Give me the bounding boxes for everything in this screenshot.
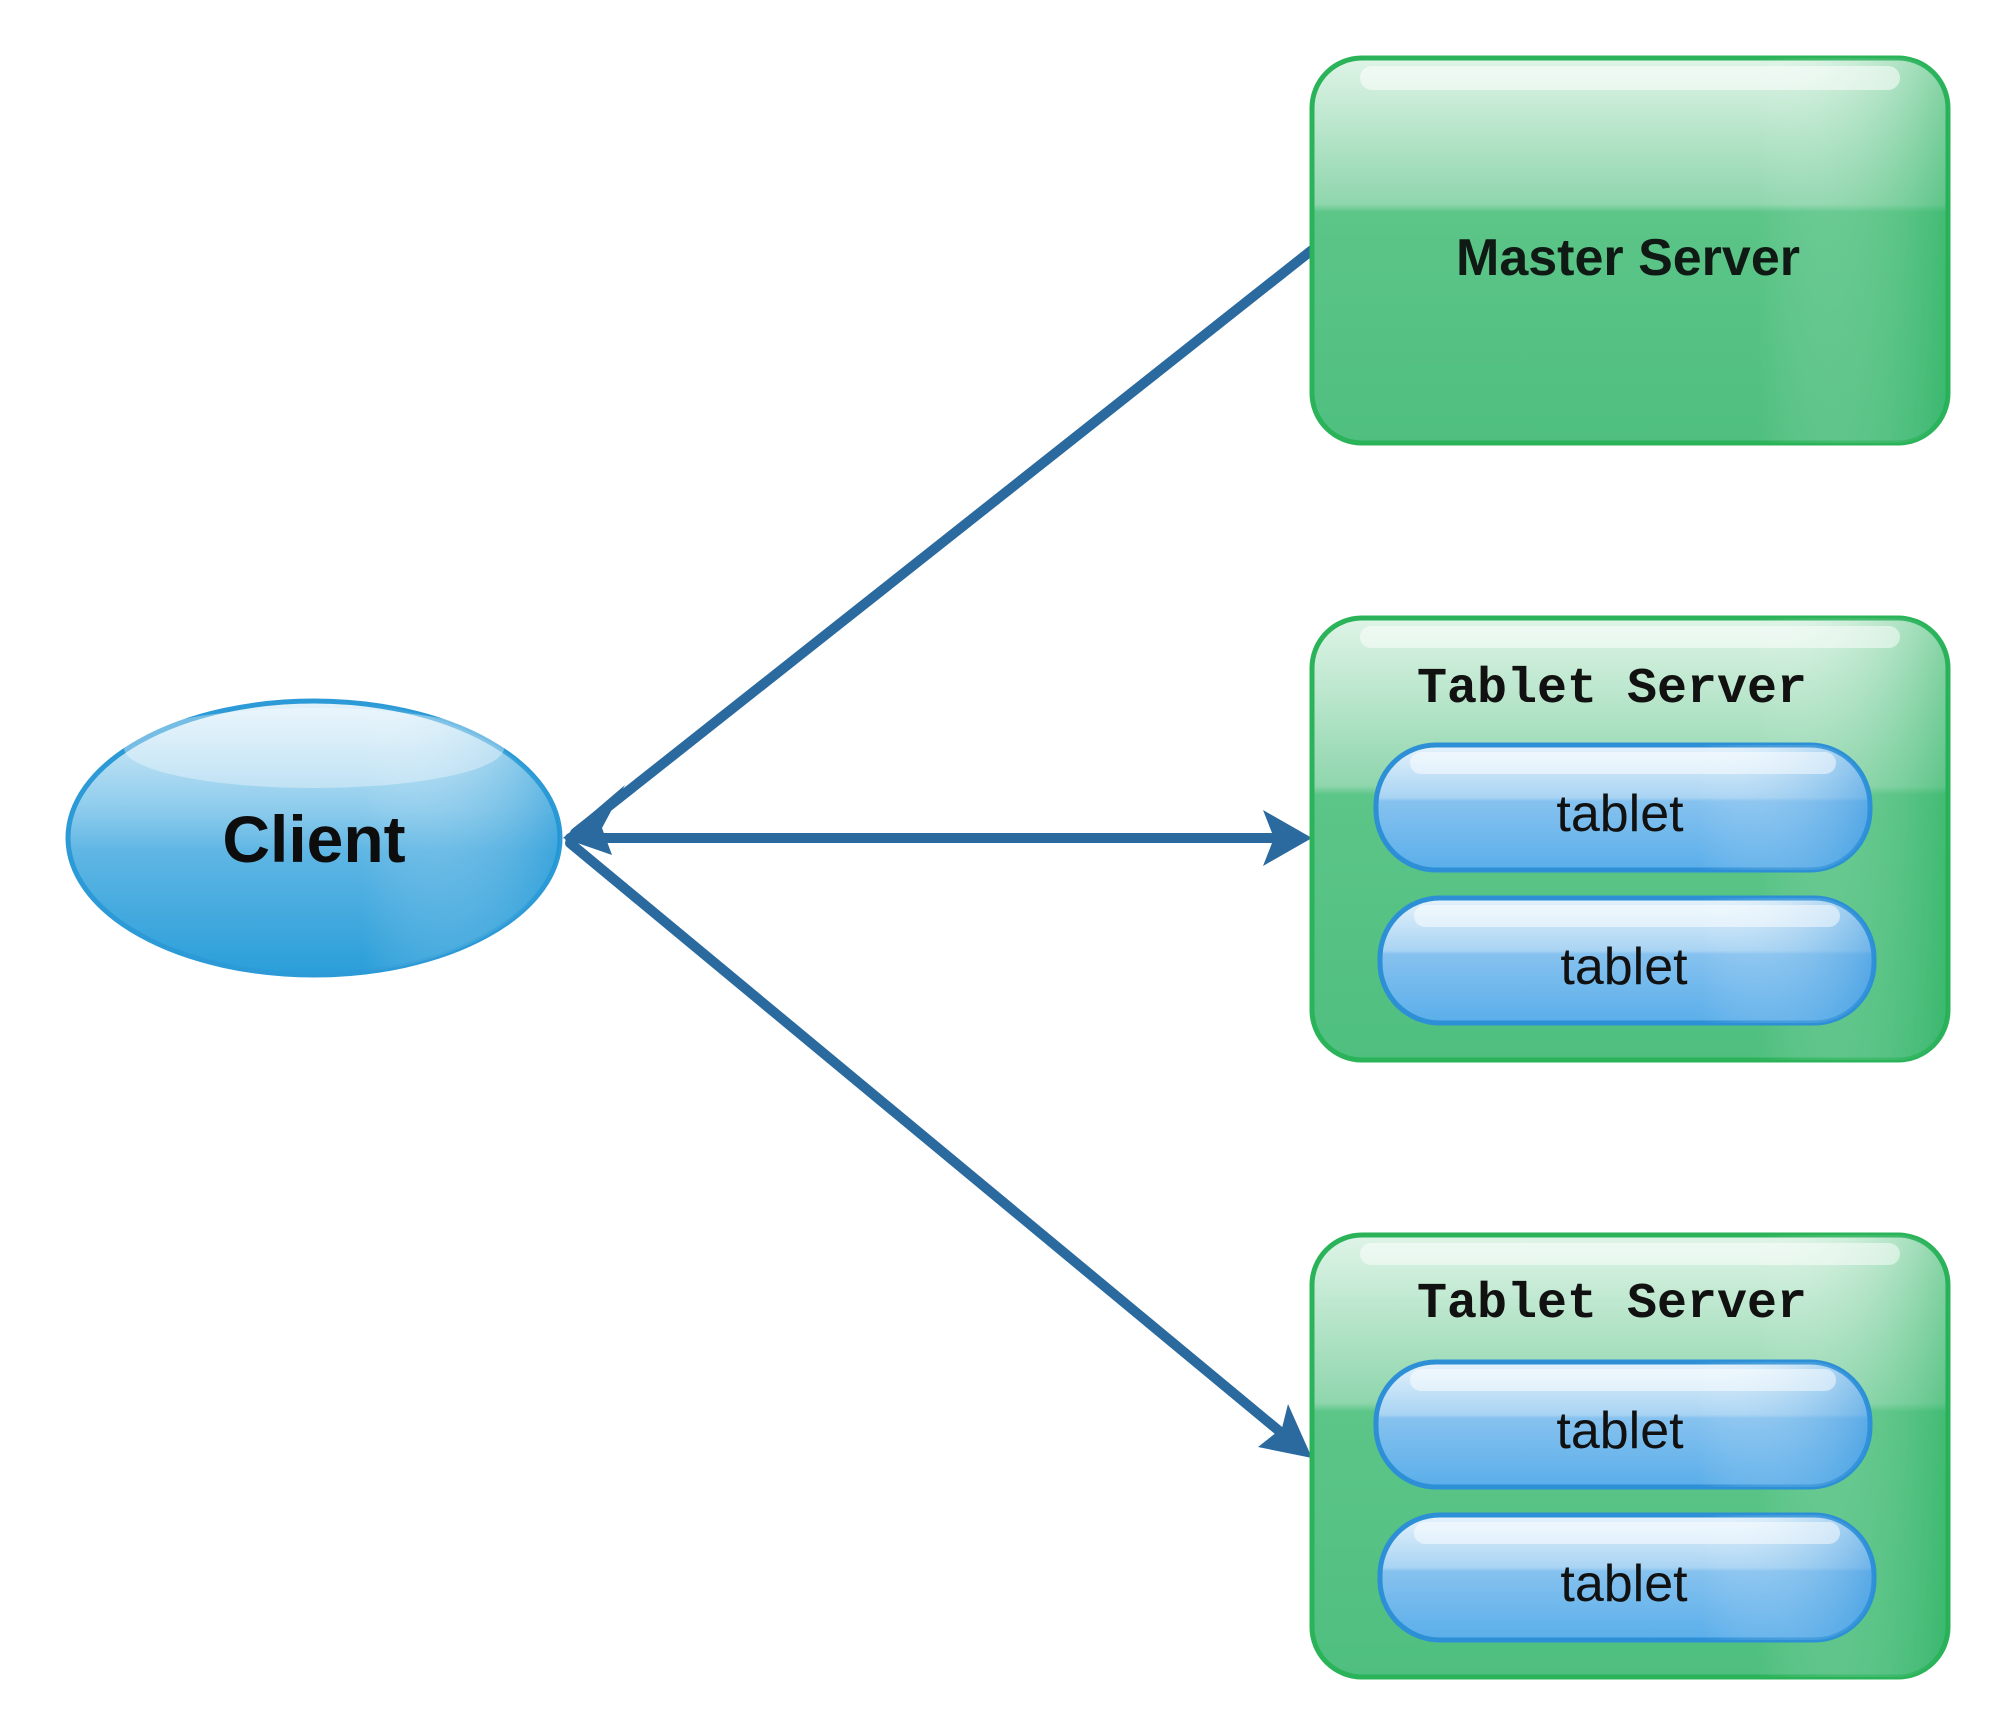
tablet-label: tablet [1556,785,1684,843]
arrowhead-client [563,785,625,855]
tablet-server-2-tablet-2: tablet [1377,1512,1877,1643]
tablet-server-2: Tablet Server tablet tablet [1309,1232,1951,1680]
tablet-server-1-label: Tablet Server [1417,661,1807,718]
master-server-label: Master Server [1456,229,1800,287]
arrowheads [563,785,1312,1458]
tablet-server-1-tablet-1: tablet [1373,742,1873,873]
tablet-server-1-tablet-2: tablet [1377,895,1877,1026]
tablet-server-2-label: Tablet Server [1417,1276,1807,1333]
connectors [565,245,1317,1445]
tablet-label: tablet [1560,938,1688,996]
tablet-label: tablet [1556,1402,1684,1460]
arrowhead-tablet-server-2 [1258,1404,1312,1458]
tablet-server-1: Tablet Server tablet tablet [1309,615,1951,1063]
tablet-label: tablet [1560,1555,1688,1613]
master-server-node: Master Server [1309,55,1951,446]
connector-client-to-tablet-server-2 [565,838,1295,1445]
tablet-server-2-tablet-1: tablet [1373,1359,1873,1490]
connector-master-to-client [570,245,1317,838]
client-node: Client [65,698,563,978]
arrowhead-tablet-server-1 [1263,810,1312,866]
client-label: Client [222,802,405,876]
